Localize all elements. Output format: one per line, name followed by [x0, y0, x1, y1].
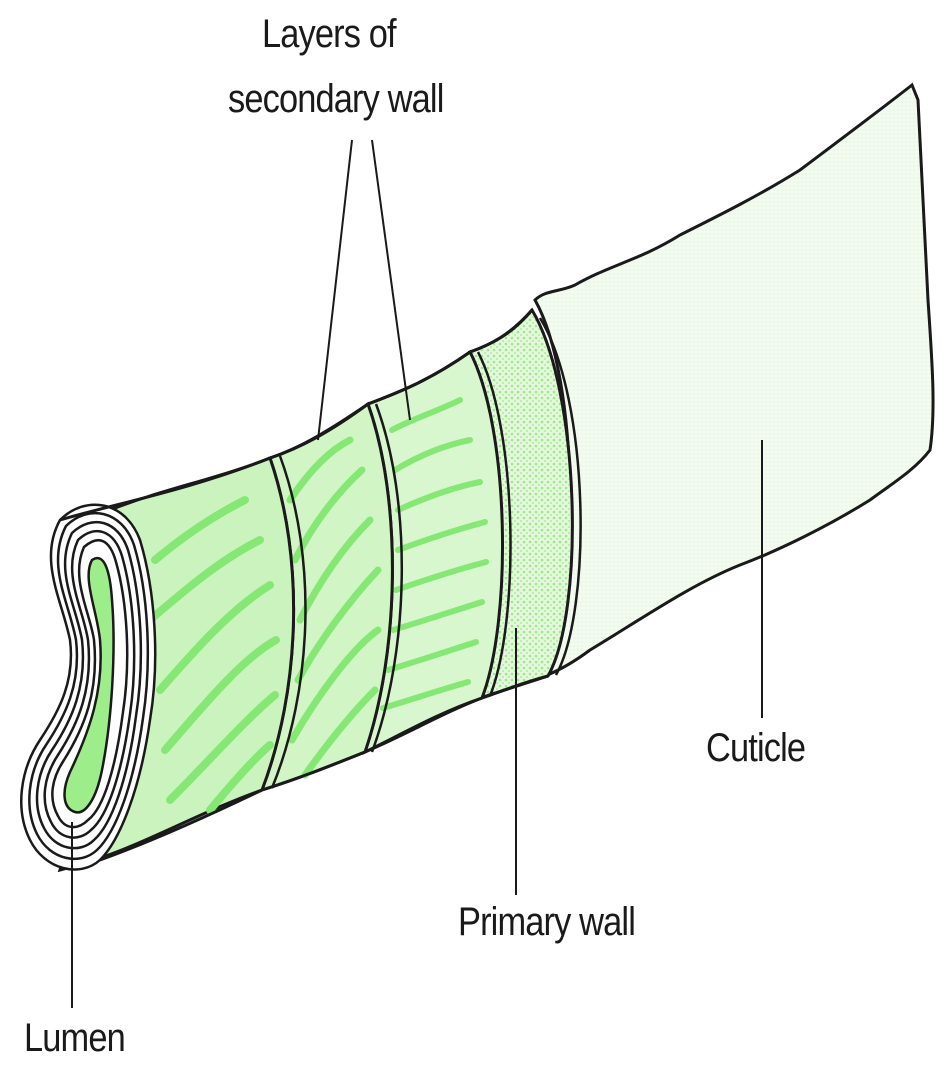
label-secondary-wall: secondary wall	[228, 79, 443, 119]
label-primary-wall: Primary wall	[458, 902, 635, 942]
cuticle-region	[535, 85, 933, 676]
label-cuticle: Cuticle	[706, 728, 805, 768]
label-layers-of: Layers of	[262, 14, 396, 54]
label-lumen: Lumen	[24, 1018, 125, 1058]
